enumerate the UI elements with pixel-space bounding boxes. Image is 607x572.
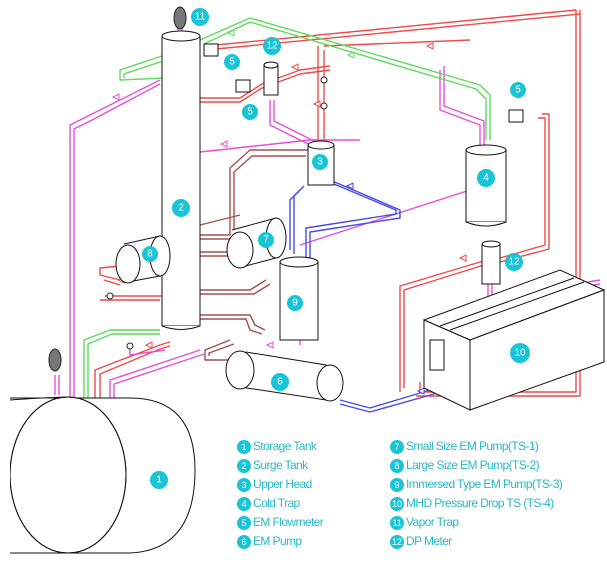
legend-label: DP Meter [406,534,452,548]
storage-tank [10,397,195,553]
badge-11-num: 11 [195,12,206,23]
legend-label: MHD Pressure Drop TS (TS-4) [406,496,554,510]
badge-3-num: 3 [317,157,323,168]
legend-badge: 2 [237,459,251,473]
surge-tank [162,31,200,330]
badge-9-num: 9 [292,298,298,309]
legend-badge: 3 [237,478,251,492]
vapor-trap-icon [49,349,61,371]
badge-2-num: 2 [178,203,184,214]
legend-label: Upper Head [253,477,312,491]
badge-6-num: 6 [277,377,283,388]
legend-badge: 7 [390,440,404,454]
legend-badge: 11 [390,516,404,530]
dp-meters [264,62,500,284]
legend-badge: 4 [237,497,251,511]
badge-12a-num: 12 [266,41,278,52]
legend-badge: 8 [390,459,404,473]
legend-label: Large Size EM Pump(TS-2) [406,458,539,472]
legend-label: Vapor Trap [406,515,458,529]
vapor-trap-top-icon [174,7,186,29]
legend-badge: 10 [390,497,404,511]
large-em-pump [116,236,170,283]
badge-1-num: 1 [156,475,162,486]
badge-10-num: 10 [514,348,526,359]
small-em-pump [227,218,286,268]
legend-badge: 1 [237,440,251,454]
mhd-test-section [424,270,604,410]
legend-label: EM Pump [253,534,301,548]
badge-4-num: 4 [483,173,489,184]
legend-label: Small Size EM Pump(TS-1) [406,439,538,453]
legend-label: Surge Tank [253,458,308,472]
badge-5a-num: 5 [229,57,235,68]
legend-badge: 5 [237,516,251,530]
legend-badge: 6 [237,535,251,549]
legend-badge: 12 [390,535,404,549]
badge-7-num: 7 [263,235,269,246]
badge-12b-num: 12 [508,257,520,268]
badge-5b-num: 5 [247,107,253,118]
legend-label: Storage Tank [253,439,316,453]
legend-badge: 9 [390,478,404,492]
legend-label: EM Flowmeter [253,515,323,529]
badge-8-num: 8 [147,249,153,260]
legend-label: Cold Trap [253,496,300,510]
legend-label: Immersed Type EM Pump(TS-3) [406,477,562,491]
badge-5c-num: 5 [515,85,521,96]
